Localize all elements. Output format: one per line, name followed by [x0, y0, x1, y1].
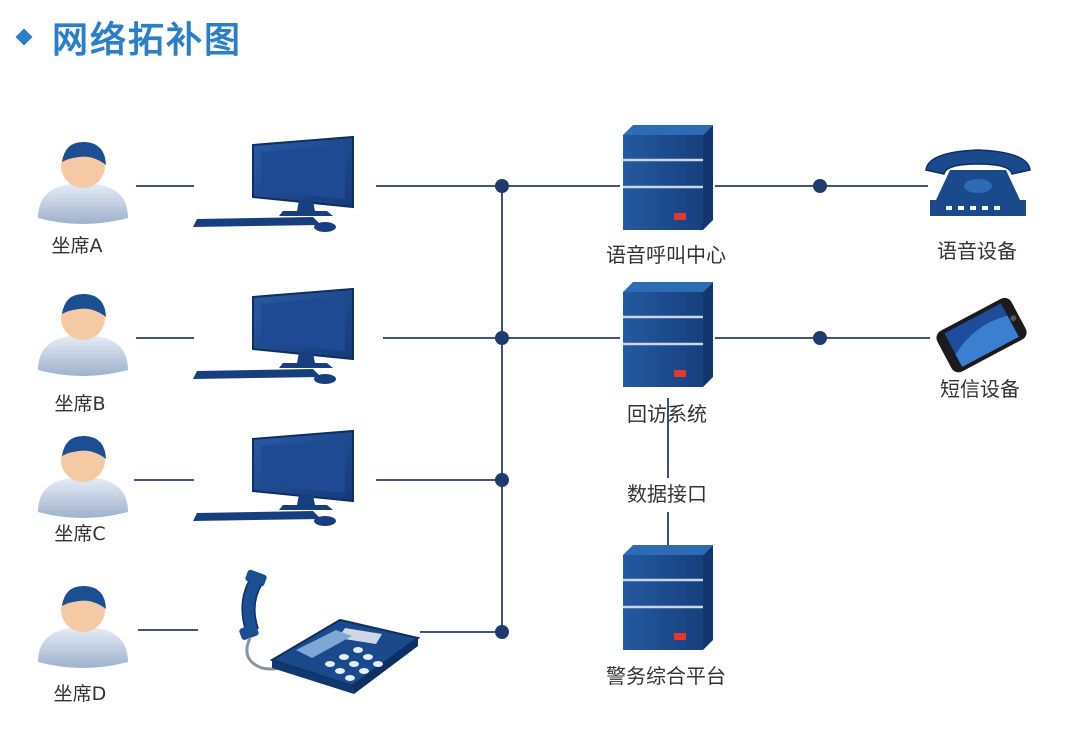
server-icon: [621, 280, 715, 389]
junction-node: [813, 179, 827, 193]
sms-device: 短信设备: [936, 297, 1027, 401]
user-icon: [38, 585, 128, 668]
title-row: 网络拓补图: [12, 12, 242, 62]
junction-node: [495, 179, 509, 193]
desk-phone-icon: [239, 569, 421, 694]
voice-device: 语音设备: [925, 149, 1031, 263]
page-title: 网络拓补图: [52, 20, 243, 61]
server-label: 警务综合平台: [606, 664, 726, 688]
agent-label: 坐席B: [54, 393, 105, 415]
user-icon: [38, 293, 128, 376]
user-icon: [38, 141, 128, 224]
desktop-computer-icon: [192, 136, 354, 233]
server-label: 语音呼叫中心: [606, 243, 726, 267]
desktop-computer-icon: [192, 288, 354, 385]
agent-b: 坐席B: [38, 293, 128, 415]
telephone-icon: [925, 149, 1031, 216]
agent-label: 坐席D: [54, 683, 107, 705]
user-icon: [38, 435, 128, 518]
desktop-computer-icon: [192, 430, 354, 527]
junction-node: [495, 331, 509, 345]
agent-a: 坐席A: [38, 141, 128, 257]
server-callback: 回访系统: [621, 280, 715, 426]
server-icon: [621, 543, 715, 652]
smartphone-icon: [936, 297, 1027, 373]
link-label: 数据接口: [627, 482, 707, 506]
agent-d: 坐席D: [38, 585, 128, 705]
server-icon: [621, 123, 715, 232]
agent-c: 坐席C: [38, 435, 128, 545]
device-label: 语音设备: [937, 239, 1017, 263]
agent-label: 坐席C: [54, 523, 105, 545]
server-label: 回访系统: [627, 402, 707, 426]
agent-label: 坐席A: [52, 235, 103, 257]
junction-node: [495, 625, 509, 639]
junction-node: [813, 331, 827, 345]
server-police: 警务综合平台: [606, 543, 726, 688]
device-label: 短信设备: [940, 377, 1020, 401]
connection-lines: [134, 185, 930, 633]
junction-nodes: [495, 179, 827, 639]
server-voice-center: 语音呼叫中心: [606, 123, 726, 267]
junction-node: [495, 473, 509, 487]
